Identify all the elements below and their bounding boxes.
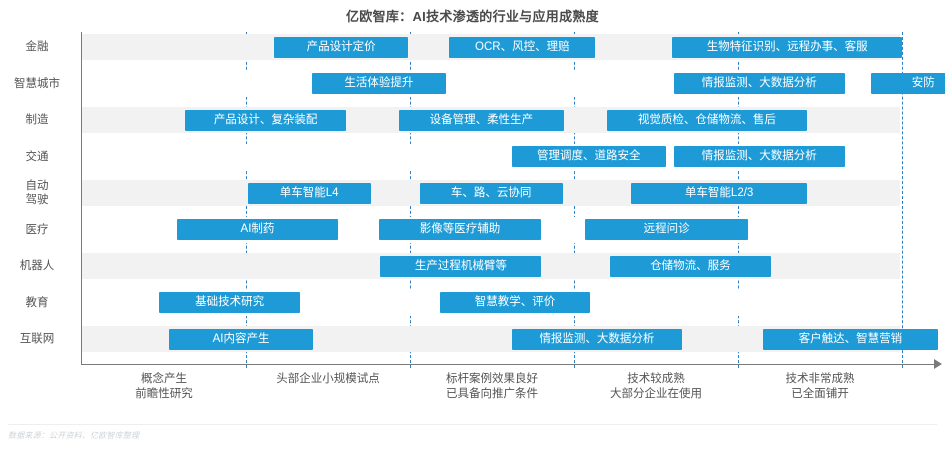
task-bar[interactable]: 管理调度、道路安全 [511, 146, 666, 167]
task-bar[interactable]: 情报监测、大数据分析 [674, 73, 845, 94]
y-axis-tick-label: 金融 [25, 41, 49, 53]
y-axis-category-制造: 制造 [0, 113, 74, 127]
task-bar[interactable]: 生活体验提升 [311, 73, 447, 94]
y-axis-category-机器人: 机器人 [0, 259, 74, 273]
y-axis-category-智慧城市: 智慧城市 [0, 77, 74, 91]
task-bar[interactable]: 安防 [870, 73, 945, 94]
task-bar[interactable]: 仓储物流、服务 [610, 255, 771, 277]
x-axis-stage-2: 头部企业小规模试点 [238, 372, 418, 387]
x-axis-line [81, 364, 936, 365]
y-axis-tick-label: 机器人 [19, 260, 55, 272]
x-axis-tick-label: 技术非常成熟 [785, 373, 855, 385]
task-bar[interactable]: 生物特征识别、远程办事、客服 [672, 36, 902, 58]
y-axis-tick-label: 医疗 [25, 223, 49, 236]
task-bar[interactable]: 产品设计定价 [273, 36, 409, 58]
x-axis-tick-label: 概念产生 [141, 373, 187, 385]
x-axis-tick-label: 已具备向推广条件 [446, 388, 538, 400]
x-axis-tick-label: 大部分企业在使用 [610, 388, 702, 400]
y-axis-category-互联网: 互联网 [0, 332, 74, 346]
task-bar[interactable]: AI内容产生 [168, 328, 314, 350]
x-axis-stage-4: 技术较成熟大部分企业在使用 [566, 372, 746, 402]
page-title: 亿欧智库：AI技术渗透的行业与应用成熟度 [345, 9, 599, 24]
y-axis-category-医疗: 医疗 [0, 223, 74, 237]
y-axis-category-交通: 交通 [0, 150, 74, 164]
gridline-stage-5 [902, 32, 903, 368]
task-bar[interactable]: 视觉质检、仓储物流、售后 [606, 109, 807, 131]
x-axis-tick-label: 头部企业小规模试点 [276, 373, 380, 385]
x-axis-stage-5: 技术非常成熟已全面铺开 [730, 372, 910, 402]
y-axis-tick-label: 教育 [25, 296, 49, 309]
y-axis-tick-label: 驾驶 [25, 194, 49, 206]
x-axis-tick-label: 标杆案例效果良好 [446, 373, 538, 385]
task-bar[interactable]: 智慧教学、评价 [439, 292, 591, 313]
y-axis-category-金融: 金融 [0, 40, 74, 54]
task-bar[interactable]: 单车智能L4 [247, 182, 371, 204]
x-axis-stage-1: 概念产生前瞻性研究 [74, 372, 254, 402]
x-axis-tick-label: 技术较成熟 [627, 373, 685, 385]
y-axis-tick-label: 制造 [25, 114, 49, 126]
footer-divider [8, 424, 937, 425]
task-bar[interactable]: 单车智能L2/3 [631, 182, 807, 204]
task-bar[interactable]: 远程问诊 [585, 219, 748, 240]
task-bar[interactable]: OCR、风控、理赔 [449, 36, 596, 58]
task-bar[interactable]: 情报监测、大数据分析 [674, 146, 845, 167]
task-bar[interactable]: 生产过程机械臂等 [380, 255, 542, 277]
task-bar[interactable]: 基础技术研究 [159, 292, 301, 313]
x-axis-tick-label: 已全面铺开 [791, 388, 849, 400]
task-bar[interactable]: 情报监测、大数据分析 [511, 328, 683, 350]
task-bar[interactable]: AI制药 [177, 219, 338, 240]
task-bar[interactable]: 车、路、云协同 [419, 182, 563, 204]
y-axis-tick-label: 交通 [25, 150, 49, 163]
x-axis-arrow-icon [934, 359, 942, 369]
y-axis-tick-label: 自动 [25, 180, 49, 192]
y-axis-category-自动驾驶: 自动驾驶 [0, 179, 74, 207]
y-axis-tick-label: 互联网 [19, 333, 55, 345]
y-axis-category-教育: 教育 [0, 296, 74, 310]
x-axis-tick-label: 前瞻性研究 [135, 388, 193, 400]
y-axis-line [81, 32, 82, 364]
task-bar[interactable]: 产品设计、复杂装配 [185, 109, 347, 131]
task-bar[interactable]: 客户触达、智慧营销 [762, 328, 939, 350]
source-note: 数据来源：公开资料、亿欧智库整理 [8, 431, 140, 440]
task-bar[interactable]: 影像等医疗辅助 [378, 219, 542, 240]
task-bar[interactable]: 设备管理、柔性生产 [398, 109, 565, 131]
y-axis-tick-label: 智慧城市 [14, 77, 60, 90]
x-axis-stage-3: 标杆案例效果良好已具备向推广条件 [402, 372, 582, 402]
